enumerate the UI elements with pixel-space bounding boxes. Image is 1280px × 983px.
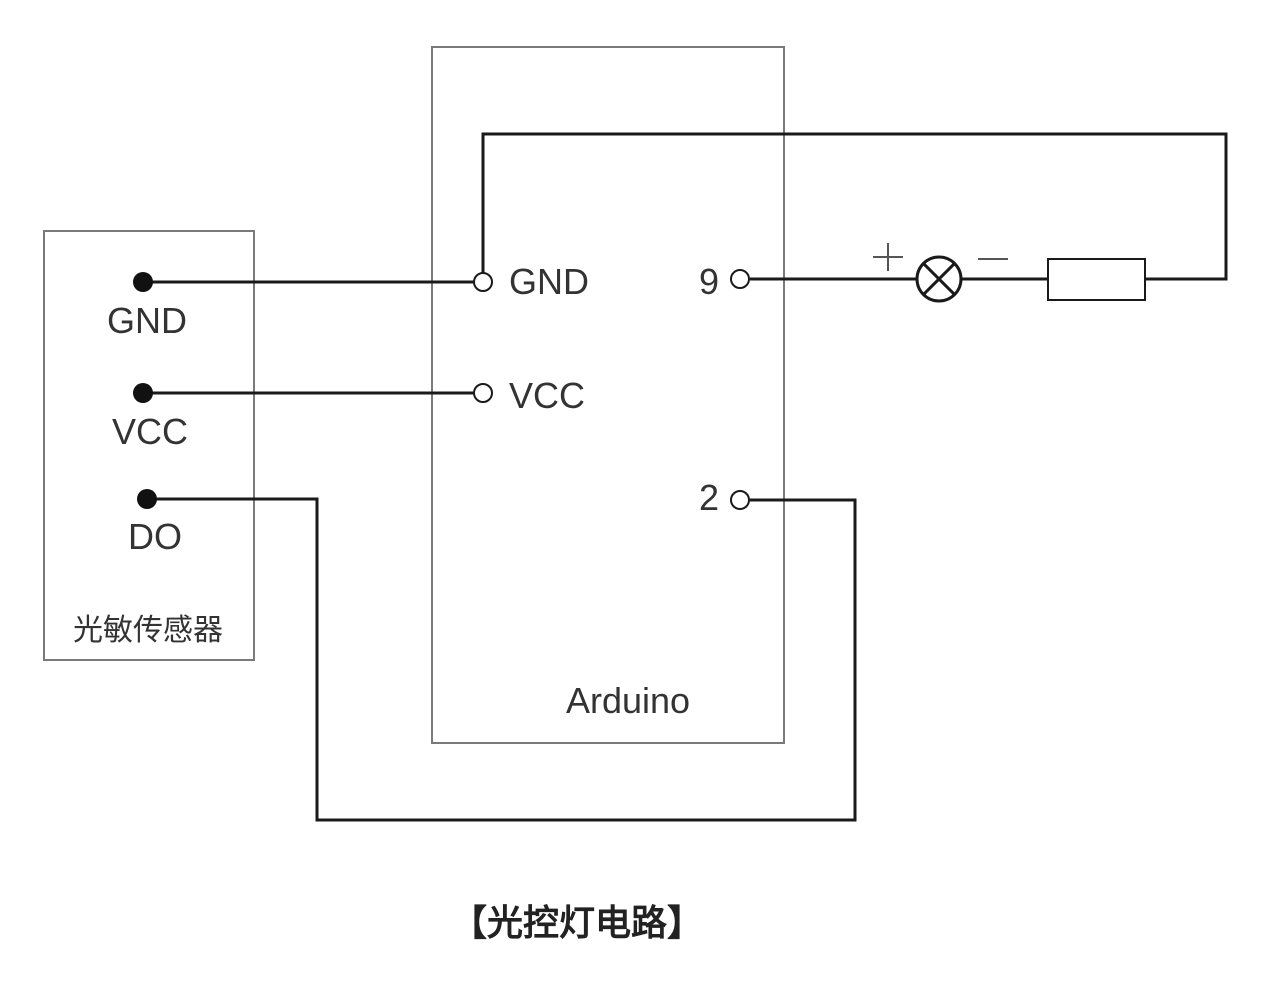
diagram-caption: 【光控灯电路】 xyxy=(451,902,703,944)
arduino-pin-9-terminal xyxy=(730,269,750,289)
arduino-pin-2-label: 2 xyxy=(699,477,719,518)
lamp-icon xyxy=(915,255,963,303)
arduino-pin-2-terminal xyxy=(730,490,750,510)
arduino-pin-gnd-label: GND xyxy=(509,261,589,302)
sensor-pin-gnd-label: GND xyxy=(107,300,187,341)
lamp-plus-sign xyxy=(873,243,903,271)
sensor-pin-do-dot xyxy=(137,489,157,509)
wire-do-to-pin2 xyxy=(147,497,857,822)
sensor-module-label: 光敏传感器 xyxy=(73,613,223,648)
resistor-symbol xyxy=(1047,258,1146,301)
sensor-pin-vcc-label: VCC xyxy=(112,411,188,452)
arduino-pin-vcc-label: VCC xyxy=(509,375,585,416)
arduino-board-label: Arduino xyxy=(566,680,690,721)
sensor-module-box xyxy=(43,230,255,661)
arduino-pin-gnd-terminal xyxy=(473,272,493,292)
sensor-pin-do-label: DO xyxy=(128,516,182,557)
arduino-pin-9-label: 9 xyxy=(699,261,719,302)
arduino-board-box xyxy=(431,46,785,744)
sensor-pin-vcc-dot xyxy=(133,383,153,403)
wire-ground-return xyxy=(481,132,1228,281)
sensor-pin-gnd-dot xyxy=(133,272,153,292)
arduino-pin-vcc-terminal xyxy=(473,383,493,403)
